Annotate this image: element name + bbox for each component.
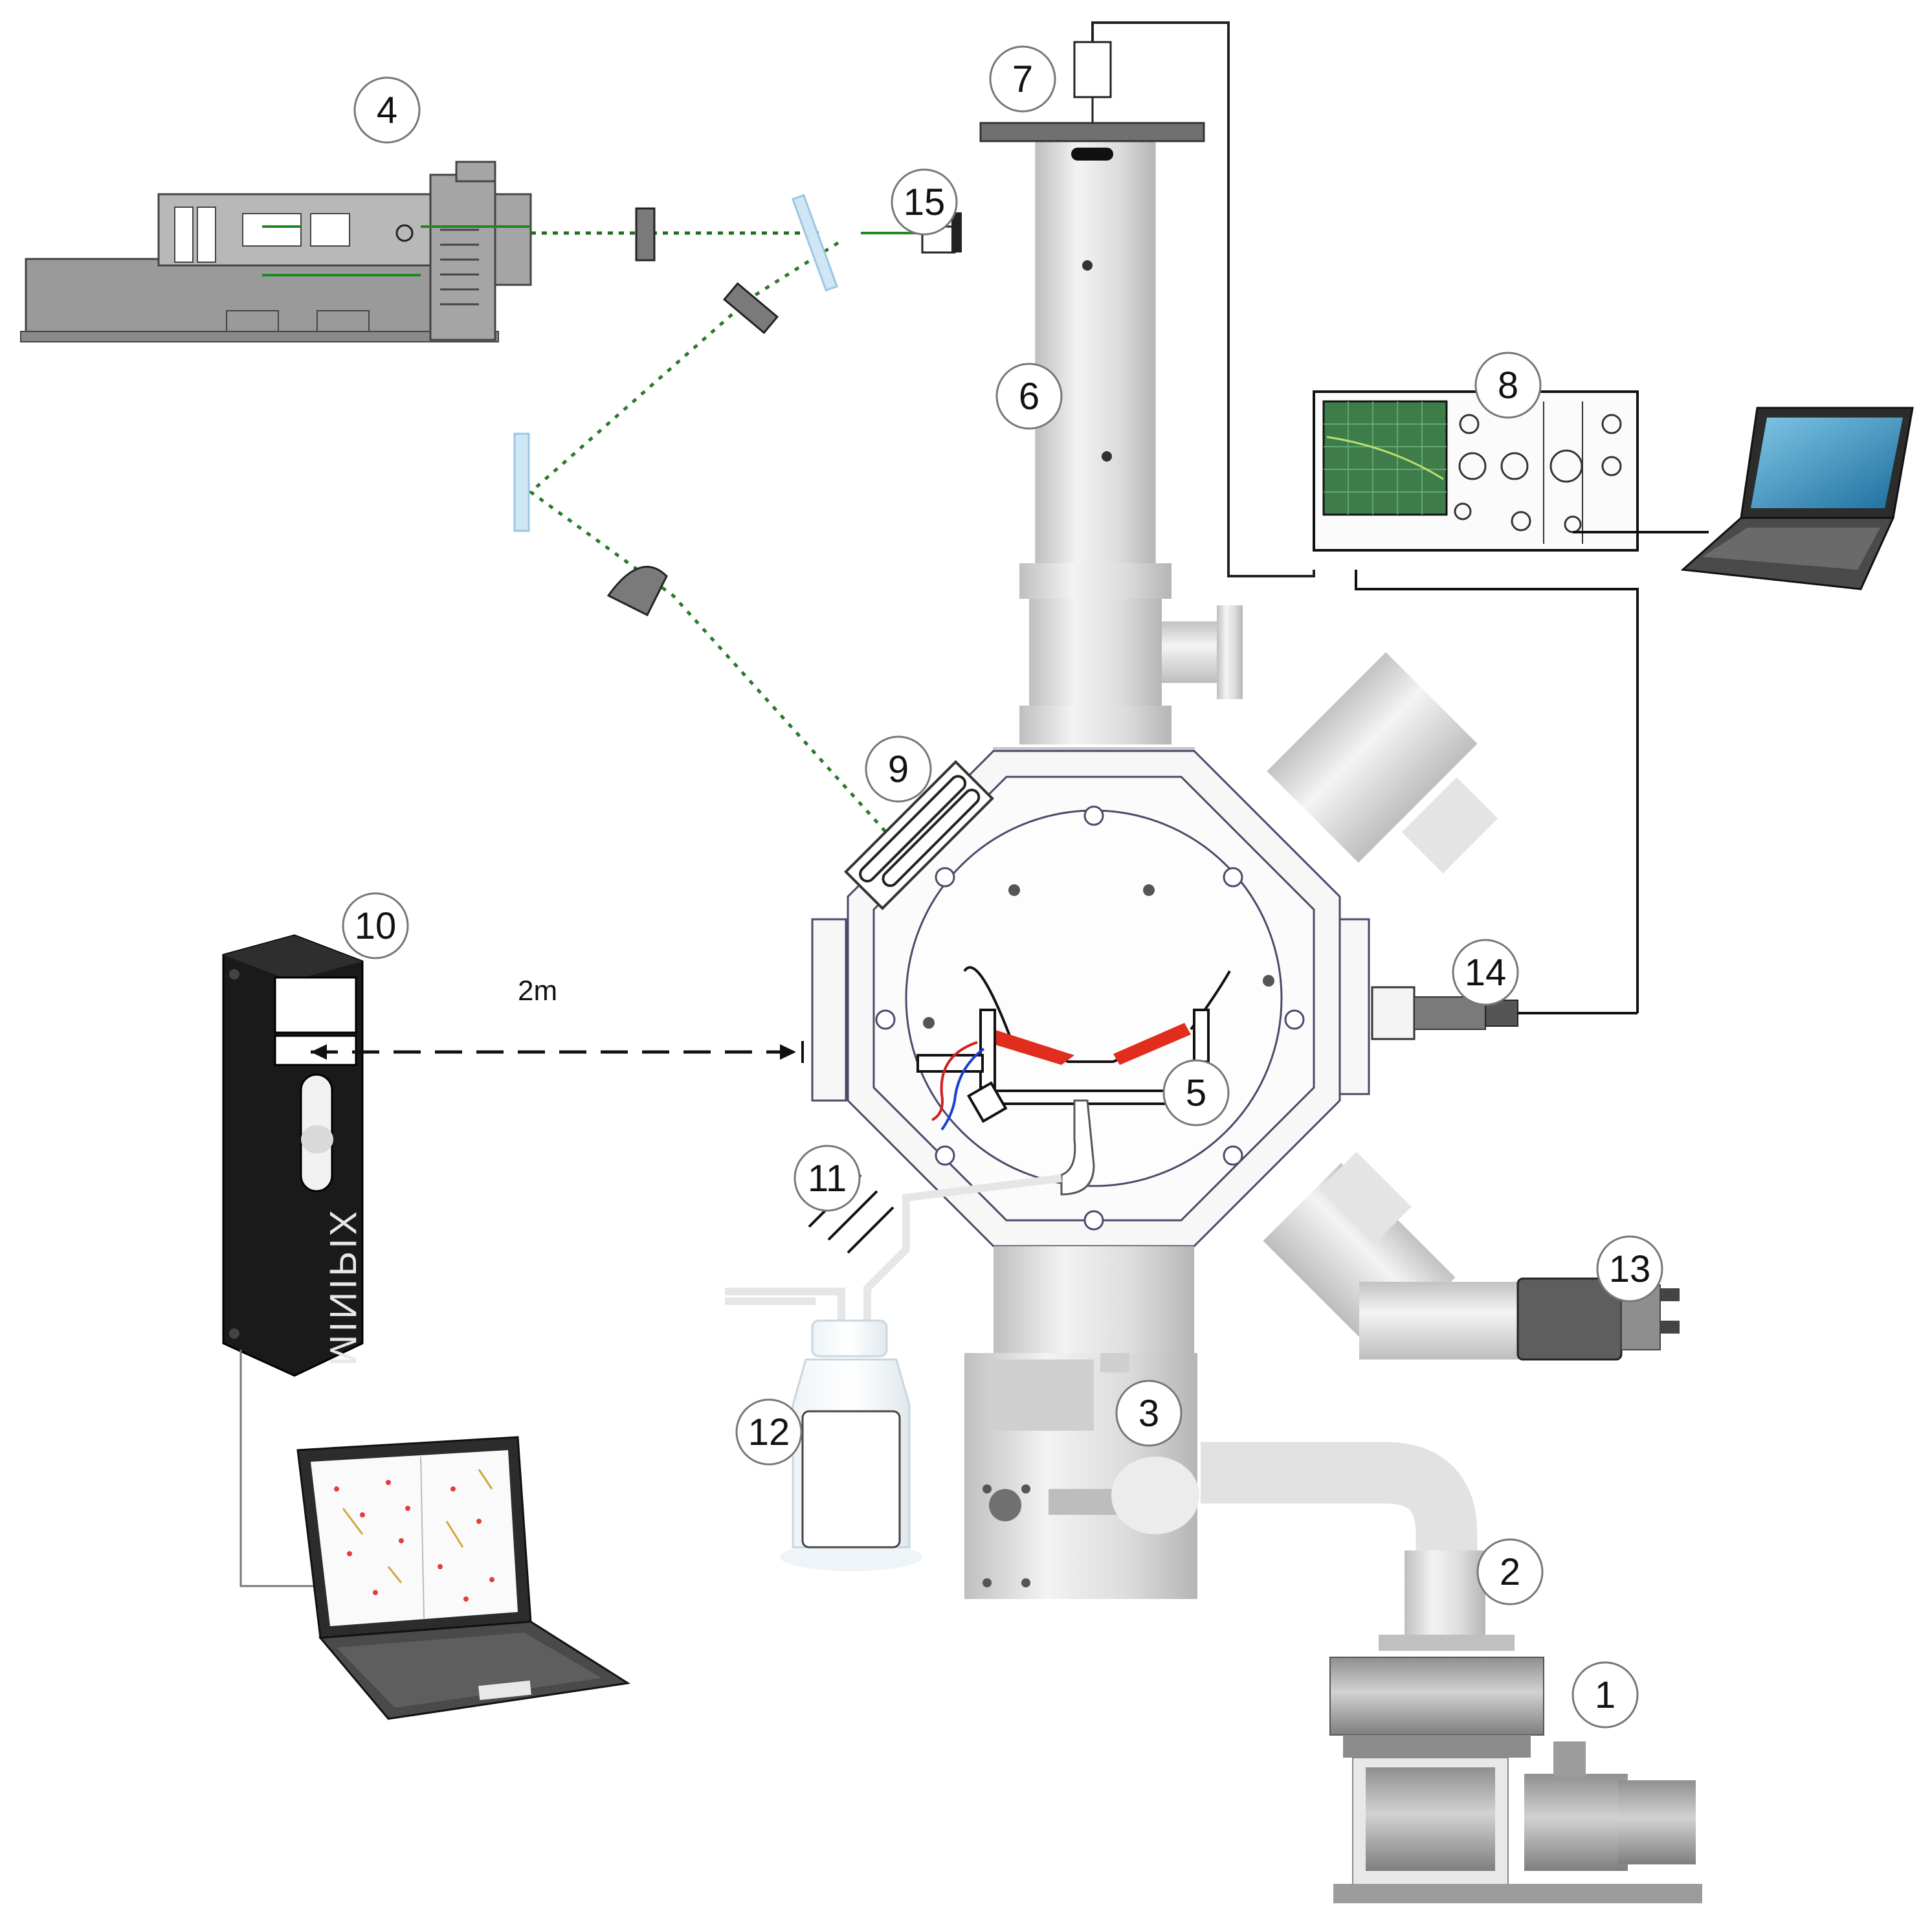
- callout-2: 2: [1476, 1538, 1544, 1605]
- oscilloscope: [1313, 390, 1709, 552]
- callout-12-text: 12: [748, 1411, 790, 1453]
- side-port-upper: [1267, 652, 1498, 874]
- distance-indicator: 2m: [311, 975, 804, 1063]
- mirror-1: [722, 282, 779, 335]
- callout-1-text: 1: [1595, 1674, 1616, 1716]
- upper-vacuum-column: [979, 21, 1315, 744]
- callout-6: 6: [995, 363, 1063, 430]
- callout-5-text: 5: [1186, 1072, 1206, 1114]
- callout-13-text: 13: [1609, 1248, 1651, 1290]
- callout-6-text: 6: [1019, 375, 1039, 418]
- rotary-pump: [1329, 1657, 1702, 1903]
- callout-7: 7: [989, 45, 1056, 113]
- callout-15-text: 15: [904, 181, 946, 223]
- callout-8-text: 8: [1498, 364, 1518, 407]
- probe-feedthrough: [1355, 570, 1639, 1040]
- distance-label: 2m: [518, 975, 557, 1007]
- callout-12: 12: [735, 1398, 803, 1466]
- callout-1: 1: [1571, 1661, 1639, 1728]
- callout-3: 3: [1115, 1380, 1183, 1447]
- callout-9-text: 9: [888, 748, 909, 790]
- focusing-lens: [606, 566, 668, 617]
- callout-14: 14: [1452, 939, 1519, 1006]
- callout-5: 5: [1162, 1059, 1230, 1126]
- side-port-lower: [1263, 1152, 1527, 1359]
- callout-10-text: 10: [355, 905, 397, 947]
- minipix-detector: MINIPIX: [222, 934, 364, 1377]
- sample-heater-assembly: [916, 966, 1231, 1196]
- mirror-2: [513, 432, 530, 532]
- viewport-window: [844, 760, 994, 910]
- pressure-gauge: [1516, 1277, 1680, 1361]
- callout-4: 4: [353, 76, 421, 144]
- callout-4-text: 4: [377, 89, 397, 131]
- callout-9: 9: [865, 735, 932, 803]
- callout-3-text: 3: [1138, 1393, 1159, 1435]
- liquid-bottle: [780, 1319, 922, 1571]
- beam-splitter: [791, 194, 839, 292]
- callout-14-text: 14: [1465, 952, 1507, 994]
- laptop-oscilloscope: [1680, 407, 1914, 590]
- beam-attenuator: [635, 207, 656, 262]
- callout-15: 15: [891, 168, 958, 236]
- laptop-detector: [296, 1436, 631, 1720]
- detector-brand-text: MINIPIX: [322, 1208, 364, 1366]
- detector-cable: [239, 1350, 327, 1587]
- callout-2-text: 2: [1500, 1551, 1520, 1593]
- callout-10: 10: [342, 892, 409, 959]
- callout-7-text: 7: [1012, 58, 1033, 100]
- callout-13: 13: [1596, 1235, 1663, 1303]
- callout-11-text: 11: [808, 1158, 847, 1200]
- foreline-pipe: [1201, 1442, 1515, 1651]
- laser-system: [20, 161, 532, 342]
- gas-tubing: [725, 1174, 1062, 1327]
- callout-11: 11: [794, 1145, 861, 1212]
- callout-8: 8: [1474, 352, 1542, 419]
